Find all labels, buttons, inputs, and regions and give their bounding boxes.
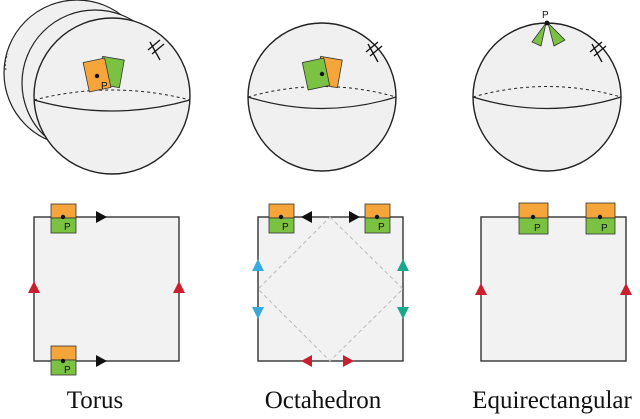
left-point-tile: P xyxy=(518,202,549,235)
hatch-mark-icon xyxy=(365,41,383,63)
bottom-edge-arrow-icon xyxy=(96,355,107,367)
point-label: P xyxy=(64,365,71,376)
bottom-edge-arrow-left-icon xyxy=(301,355,312,367)
pole-point-wedges: P xyxy=(531,10,566,47)
caption-equirectangular: Equirectangular xyxy=(472,387,632,414)
left-point-tile: P xyxy=(268,203,295,234)
point-label: P xyxy=(542,10,549,21)
left-edge-arrow-icon xyxy=(28,281,40,293)
torus-square: P P xyxy=(28,203,185,376)
point-label: P xyxy=(601,223,608,234)
equirectangular-square: P P xyxy=(475,202,632,362)
left-edge-arrow-up-icon xyxy=(252,259,264,271)
octahedron-square: P P xyxy=(252,203,409,367)
top-edge-arrow-icon xyxy=(96,211,107,223)
torus-spheres: P xyxy=(3,0,191,175)
top-point-tile: P xyxy=(50,203,77,234)
bottom-point-tile: P xyxy=(50,345,77,376)
right-edge-arrow-down-icon xyxy=(397,307,409,319)
inner-diamond xyxy=(257,216,404,362)
point-label: P xyxy=(378,222,385,233)
caption-octahedron: Octahedron xyxy=(264,387,382,414)
right-point-tile: P xyxy=(585,202,616,235)
point-label: P xyxy=(282,222,289,233)
torus-point-tile: P xyxy=(82,55,125,93)
octahedron-sphere xyxy=(247,22,397,172)
caption-torus: Torus xyxy=(66,387,124,414)
bottom-edge-arrow-right-icon xyxy=(343,355,354,367)
top-edge-arrow-left-icon xyxy=(301,211,312,223)
right-point-tile: P xyxy=(364,203,391,234)
hatch-mark-icon xyxy=(589,41,607,63)
octahedron-point-tile xyxy=(301,55,343,91)
point-label: P xyxy=(101,81,108,92)
right-edge-arrow-icon xyxy=(173,281,185,293)
equirectangular-sphere: P xyxy=(472,10,622,172)
right-edge-arrow-icon xyxy=(620,283,632,295)
left-edge-arrow-down-icon xyxy=(252,307,264,319)
hatch-mark-icon xyxy=(147,39,165,61)
right-edge-arrow-up-icon xyxy=(397,259,409,271)
point-label: P xyxy=(64,222,71,233)
point-label: P xyxy=(534,223,541,234)
top-edge-arrow-right-icon xyxy=(349,211,360,223)
left-edge-arrow-icon xyxy=(475,283,487,295)
